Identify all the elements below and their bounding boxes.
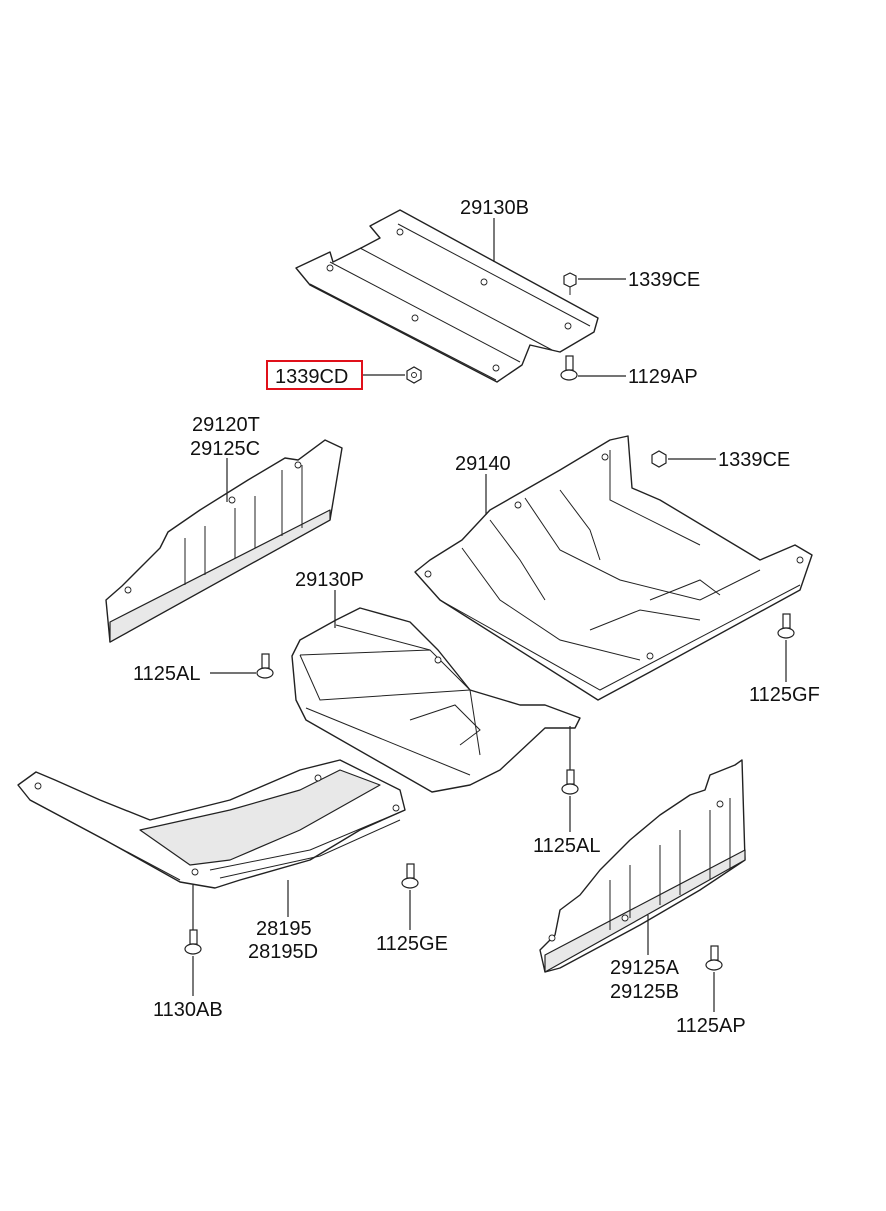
bolt-1125AL-left[interactable]	[256, 653, 274, 679]
label-29125A[interactable]: 29125A	[610, 957, 680, 979]
label-29125C[interactable]: 29125C	[190, 438, 260, 460]
label-28195D[interactable]: 28195D	[248, 941, 318, 963]
highlight-box-1339CD	[266, 360, 363, 390]
label-1339CE-top[interactable]: 1339CE	[628, 269, 700, 291]
nut-1339CE-top[interactable]	[563, 272, 577, 295]
label-1125GE[interactable]: 1125GE	[376, 933, 448, 955]
bolt-1129AP[interactable]	[560, 355, 578, 381]
bolt-1125AP[interactable]	[705, 945, 723, 971]
skid-plate-29140[interactable]	[414, 435, 813, 701]
label-1339CD[interactable]: 1339CD	[275, 366, 348, 388]
nut-1339CD[interactable]	[406, 366, 422, 384]
skid-plate-29130B[interactable]	[295, 209, 599, 383]
nut-1339CE-mid[interactable]	[651, 450, 667, 468]
side-guard-29125A[interactable]	[539, 759, 746, 973]
leader-lines	[192, 218, 787, 1012]
bolt-1125GF[interactable]	[777, 613, 795, 639]
label-28195[interactable]: 28195	[256, 918, 312, 940]
label-1125AL-left[interactable]: 1125AL	[133, 663, 200, 685]
bolt-1125AL-right[interactable]	[561, 769, 579, 795]
skid-plate-29130P[interactable]	[291, 607, 581, 793]
label-29140[interactable]: 29140	[455, 453, 511, 475]
front-skid-28195[interactable]	[17, 759, 406, 889]
label-1129AP[interactable]: 1129AP	[628, 366, 698, 388]
bolt-1130AB[interactable]	[184, 929, 202, 955]
bolt-1125GE[interactable]	[401, 863, 419, 889]
label-29120T[interactable]: 29120T	[192, 414, 260, 436]
label-1125AP[interactable]: 1125AP	[676, 1015, 746, 1037]
label-29130P[interactable]: 29130P	[295, 569, 364, 591]
label-29125B[interactable]: 29125B	[610, 981, 679, 1003]
side-guard-29120T[interactable]	[105, 439, 343, 643]
label-1125AL-right[interactable]: 1125AL	[533, 835, 600, 857]
label-29130B[interactable]: 29130B	[460, 197, 529, 219]
label-1125GF[interactable]: 1125GF	[749, 684, 820, 706]
label-1339CE-mid[interactable]: 1339CE	[718, 449, 790, 471]
label-1130AB[interactable]: 1130AB	[153, 999, 223, 1021]
